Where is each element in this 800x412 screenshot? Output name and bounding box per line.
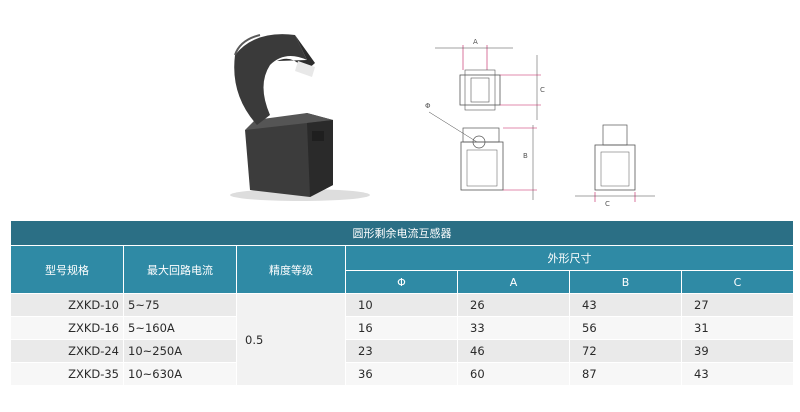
dim-label-a: A (473, 38, 478, 46)
header-model: 型号规格 (10, 245, 124, 294)
front-view-drawing: Φ B (425, 102, 537, 200)
cell-phi: 23 (345, 339, 458, 363)
side-view-drawing: C (575, 124, 655, 208)
cell-phi: 16 (345, 316, 458, 340)
header-c: C (680, 270, 795, 294)
cell-model: ZXKD-16 (10, 316, 124, 340)
cell-c: 27 (680, 293, 795, 317)
cell-current: 10~250A (123, 339, 237, 363)
cell-b: 72 (569, 339, 682, 363)
table-title: 圆形剩余电流互感器 (9, 220, 795, 246)
table-row: ZXKD-35 10~630A 36 60 87 43 (10, 362, 795, 386)
header-phi: Φ (345, 270, 458, 294)
cell-a: 33 (457, 316, 570, 340)
top-view-drawing: A C (435, 38, 545, 120)
dim-label-b: B (523, 152, 528, 160)
cell-a: 60 (457, 362, 570, 386)
cell-b: 87 (569, 362, 682, 386)
header-dimensions: 外形尺寸 (344, 245, 795, 271)
table-row: ZXKD-10 5~75 0.5 10 26 43 27 (10, 293, 795, 386)
cell-c: 31 (680, 316, 795, 340)
header-grade: 精度等级 (236, 245, 346, 294)
cell-model: ZXKD-35 (10, 362, 124, 386)
cell-model: ZXKD-24 (10, 339, 124, 363)
split-core-current-transformer-photo (230, 34, 370, 201)
cell-a: 46 (457, 339, 570, 363)
cell-b: 56 (569, 316, 682, 340)
cell-grade: 0.5 (236, 293, 346, 386)
header-b: B (569, 270, 682, 294)
dim-label-c-side: C (605, 200, 610, 208)
dim-label-phi: Φ (425, 102, 431, 110)
table-row: ZXKD-24 10~250A 23 46 72 39 (10, 339, 795, 363)
table-row: ZXKD-16 5~160A 16 33 56 31 (10, 316, 795, 340)
cell-phi: 10 (345, 293, 458, 317)
cell-c: 43 (680, 362, 795, 386)
cell-phi: 36 (345, 362, 458, 386)
cell-c: 39 (680, 339, 795, 363)
dim-label-c-top: C (540, 86, 545, 94)
cell-current: 5~160A (123, 316, 237, 340)
cell-model: ZXKD-10 (10, 293, 124, 317)
spec-table: 圆形剩余电流互感器 型号规格 最大回路电流 精度等级 外形尺寸 Φ A B C … (9, 220, 795, 386)
dimension-drawings: A C Φ B C (425, 38, 655, 208)
header-a: A (457, 270, 570, 294)
cell-current: 10~630A (123, 362, 237, 386)
header-max-current: 最大回路电流 (123, 245, 237, 294)
cell-a: 26 (457, 293, 570, 317)
cell-current: 5~75 (123, 293, 237, 317)
cell-b: 43 (569, 293, 682, 317)
